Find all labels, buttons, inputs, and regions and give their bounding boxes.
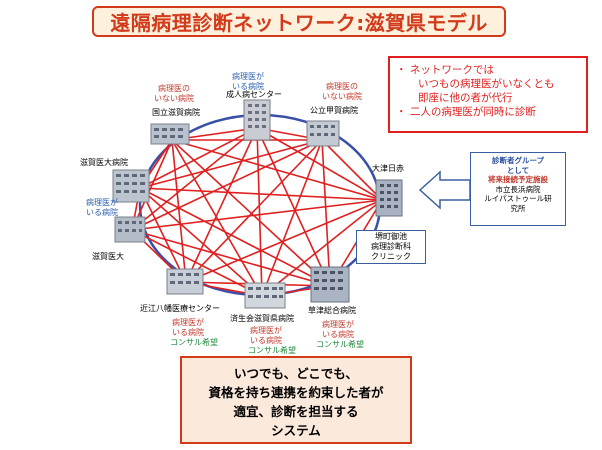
group-member3: 究所 bbox=[510, 203, 526, 213]
group-member1: 市立長浜病院 bbox=[495, 184, 541, 194]
clinic-box: 堺町御池 病理診断科 クリニック bbox=[356, 230, 426, 264]
title-box: 遠隔病理診断ネットワーク:滋賀県モデル bbox=[92, 6, 506, 37]
summary-box: いつでも、どこでも、 資格を持ち連携を約束した者が 適宜、診断を担当する システ… bbox=[180, 356, 412, 444]
note-line3: 即座に他の者が代行 bbox=[418, 92, 513, 104]
kusatsu-consult: コンサル希望 bbox=[316, 340, 364, 349]
group-subtitle: 将来接続予定施設 bbox=[488, 175, 548, 184]
network-link bbox=[131, 199, 383, 231]
saiseikai-status-line1: 病理医が bbox=[250, 326, 282, 335]
hospital-building-icon bbox=[306, 118, 340, 148]
network-link bbox=[185, 139, 323, 283]
saiseikai-name: 済生会滋賀県病院 bbox=[230, 314, 294, 323]
network-link bbox=[321, 139, 383, 201]
group-member2: ルイパストゥール研 bbox=[484, 194, 552, 203]
network-link bbox=[171, 139, 187, 283]
hospital-building-icon bbox=[112, 168, 150, 204]
hospital-building-icon bbox=[150, 120, 190, 146]
diagnoser-group-box: 診断者グループ として 将来接続予定施設 市立長浜病院 ルイパストゥール研 究所 bbox=[470, 152, 566, 226]
clinic-line2: 病理診断科 bbox=[371, 242, 411, 251]
seijin-status: 病理医が いる病院 bbox=[232, 72, 264, 92]
clinic-line1: 堺町御池 bbox=[375, 232, 407, 241]
omi-status-line1: 病理医が bbox=[172, 318, 204, 327]
kusatsu-status: 病理医が いる病院 bbox=[322, 320, 354, 340]
kokuritsu-name: 国立滋賀病院 bbox=[152, 108, 200, 117]
omi-name: 近江八幡医療センター bbox=[140, 304, 220, 313]
kusatsu-status-line1: 病理医が bbox=[322, 320, 354, 329]
idai-status: 病理医が いる病院 bbox=[86, 198, 118, 218]
koka-status: 病理医の いない病院 bbox=[322, 82, 362, 102]
page-title: 遠隔病理診断ネットワーク:滋賀県モデル bbox=[110, 11, 488, 35]
network-link bbox=[139, 187, 331, 287]
note-line4: ・ 二人の病理医が同時に診断 bbox=[396, 106, 536, 118]
shiga-idai-name: 滋賀医大 bbox=[92, 252, 124, 261]
network-link bbox=[131, 229, 263, 297]
hospital-building-icon bbox=[166, 266, 204, 296]
group-title-line2: として bbox=[506, 165, 530, 175]
koka-status-line2: いない病院 bbox=[322, 92, 362, 101]
seijin-name: 成人病センター bbox=[226, 90, 282, 99]
idai-status-line1: 病理医が bbox=[86, 198, 118, 207]
omi-status-line2: いる病院 bbox=[172, 328, 204, 337]
saiseikai-consult: コンサル希望 bbox=[248, 346, 296, 355]
clinic-line3: クリニック bbox=[371, 252, 411, 261]
hospital-building-icon bbox=[244, 280, 286, 310]
kokuritsu-status-line2: いない病院 bbox=[154, 94, 194, 103]
saiseikai-status: 病理医が いる病院 bbox=[250, 326, 282, 346]
kokuritsu-status: 病理医の いない病院 bbox=[154, 84, 194, 104]
network-link bbox=[256, 127, 263, 297]
kusatsu-status-line2: いる病院 bbox=[322, 330, 354, 339]
network-link bbox=[139, 127, 258, 189]
saiseikai-status-line2: いる病院 bbox=[250, 336, 282, 345]
kokuritsu-status-line1: 病理医の bbox=[158, 84, 190, 93]
network-link bbox=[139, 187, 383, 201]
omi-status: 病理医が いる病院 bbox=[172, 318, 204, 338]
summary-line4: システム bbox=[271, 423, 321, 438]
network-link bbox=[171, 139, 263, 297]
network-link bbox=[131, 139, 323, 231]
idai-hospital-name: 滋賀医大病院 bbox=[80, 158, 128, 167]
koka-name: 公立甲賀病院 bbox=[310, 106, 358, 115]
network-link bbox=[321, 139, 331, 287]
notes-box: ・ ネットワークでは いつもの病理医がいなくとも 即座に他の者が代行 ・ 二人の… bbox=[388, 56, 588, 133]
network-link bbox=[185, 199, 383, 283]
hospital-building-icon bbox=[114, 214, 146, 244]
network-link bbox=[131, 229, 331, 287]
network-link bbox=[185, 127, 258, 283]
network-link bbox=[139, 187, 263, 297]
network-link bbox=[171, 139, 383, 201]
summary-line1: いつでも、どこでも、 bbox=[234, 366, 358, 381]
arrow-left-icon bbox=[418, 170, 471, 210]
kusatsu-name: 草津総合病院 bbox=[308, 306, 356, 315]
seijin-status-line2: いる病院 bbox=[232, 82, 264, 91]
note-line2: いつもの病理医がいなくとも bbox=[418, 78, 555, 90]
otsu-name: 大津日赤 bbox=[372, 164, 404, 173]
group-title-line1: 診断者グループ bbox=[491, 156, 545, 165]
omi-consult: コンサル希望 bbox=[170, 338, 218, 347]
hospital-building-icon bbox=[374, 178, 404, 218]
hospital-building-icon bbox=[310, 264, 350, 304]
seijin-status-line1: 病理医が bbox=[232, 72, 264, 81]
idai-status-line2: いる病院 bbox=[86, 208, 118, 217]
note-line1: ・ ネットワークでは bbox=[396, 64, 494, 76]
summary-line3: 適宜、診断を担当する bbox=[233, 404, 359, 419]
network-link bbox=[261, 199, 383, 297]
network-link bbox=[139, 139, 323, 189]
summary-line2: 資格を持ち連携を約束した者が bbox=[208, 385, 384, 400]
hospital-building-icon bbox=[240, 98, 274, 142]
network-link bbox=[139, 187, 187, 283]
koka-status-line1: 病理医の bbox=[326, 82, 358, 91]
